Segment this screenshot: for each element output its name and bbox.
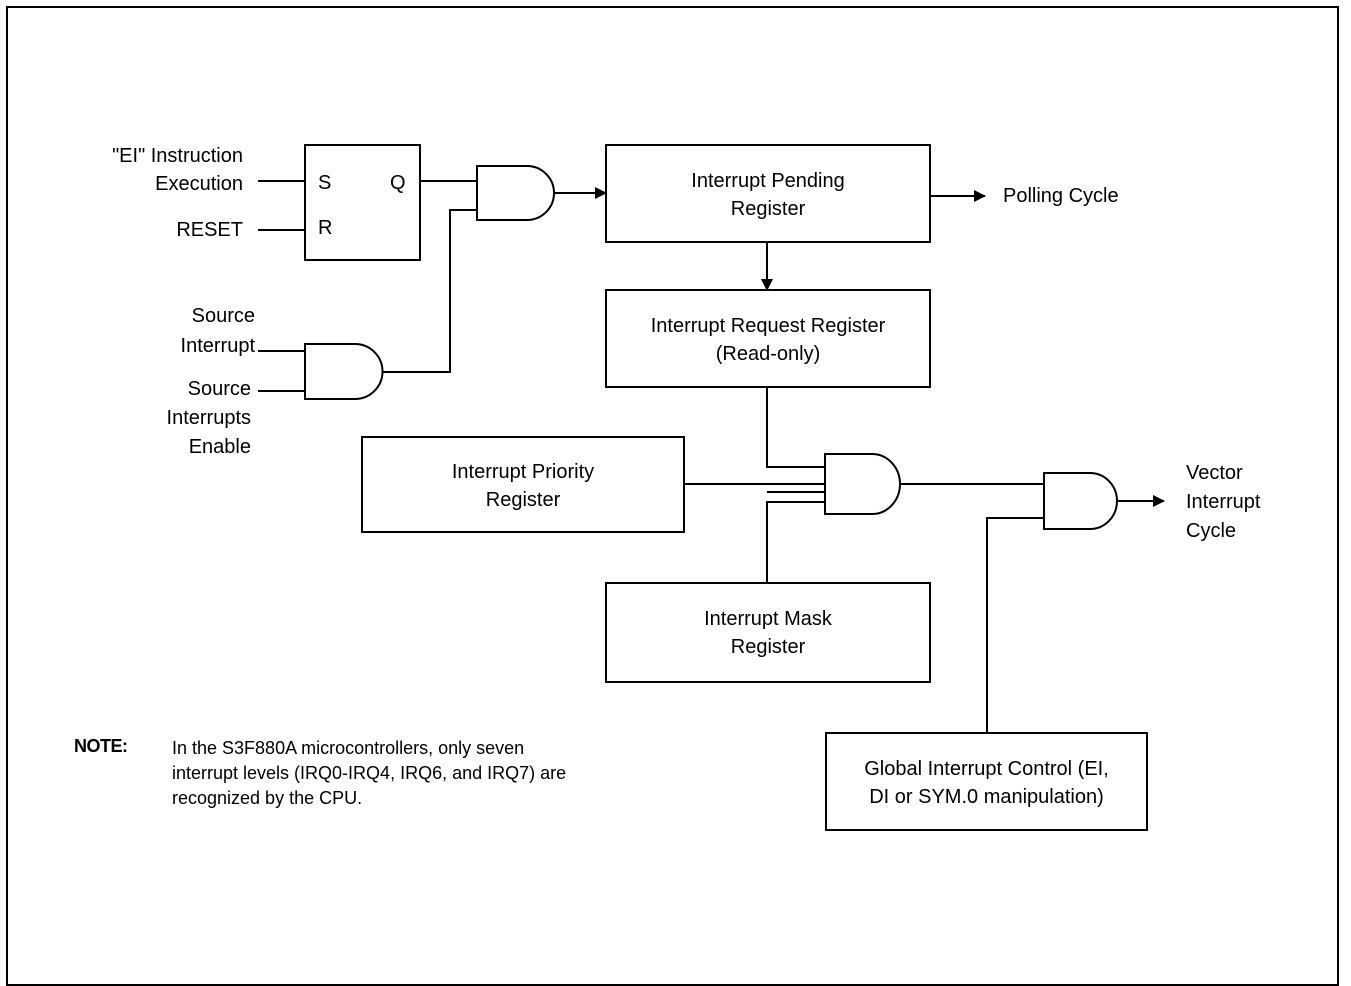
and-gate-source <box>304 343 384 400</box>
and-gate-output <box>1043 472 1118 530</box>
priority-register-title: Interrupt Priority <box>451 461 595 483</box>
request-to-gate3-wire <box>766 387 825 468</box>
source-enable-label-3: Enable <box>188 436 251 458</box>
global-control-box <box>825 732 1148 831</box>
note-line-3: recognized by the CPU. <box>172 788 363 808</box>
priority-register-subtitle: Register <box>485 489 561 511</box>
reset-label: RESET <box>176 219 243 241</box>
gate2-to-gate1-wire <box>382 209 477 373</box>
note-line-2: interrupt levels (IRQ0-IRQ4, IRQ6, and I… <box>172 763 567 783</box>
polling-cycle-label: Polling Cycle <box>1003 185 1119 207</box>
vector-label-3: Cycle <box>1186 520 1237 542</box>
global-to-gate4-wire <box>986 517 1044 733</box>
flipflop-s-pin: S <box>318 172 332 194</box>
vector-label-2: Interrupt <box>1186 491 1261 513</box>
vector-label-1: Vector <box>1186 462 1243 484</box>
sr-flipflop <box>304 144 421 261</box>
request-register-title: Interrupt Request Register <box>650 315 886 337</box>
and-gate-center <box>824 453 901 515</box>
ei-execution-label: Execution <box>155 173 243 195</box>
mask-to-gate3-wire <box>766 501 825 583</box>
request-register-subtitle: (Read-only) <box>715 343 821 365</box>
source-enable-label-2: Interrupts <box>166 407 251 429</box>
pending-register-title: Interrupt Pending <box>691 170 845 192</box>
global-control-title: Global Interrupt Control (EI, <box>864 758 1109 780</box>
global-control-subtitle: DI or SYM.0 manipulation) <box>869 786 1104 808</box>
note-text: In the S3F880A microcontrollers, only se… <box>172 736 566 811</box>
flipflop-r-pin: R <box>318 217 333 239</box>
source-interrupt-label-1: Source <box>191 305 255 327</box>
note-label: NOTE: <box>74 736 128 756</box>
source-enable-label-1: Source <box>187 378 251 400</box>
pending-register-subtitle: Register <box>730 198 806 220</box>
flipflop-q-pin: Q <box>390 172 406 194</box>
interrupt-function-diagram <box>258 144 1165 831</box>
source-interrupt-label-2: Interrupt <box>180 335 255 357</box>
ei-instruction-label: "EI" Instruction <box>112 145 243 167</box>
mask-register-subtitle: Register <box>730 636 806 658</box>
and-gate-enable <box>476 165 555 221</box>
mask-register-title: Interrupt Mask <box>704 608 832 630</box>
note-line-1: In the S3F880A microcontrollers, only se… <box>172 738 525 758</box>
